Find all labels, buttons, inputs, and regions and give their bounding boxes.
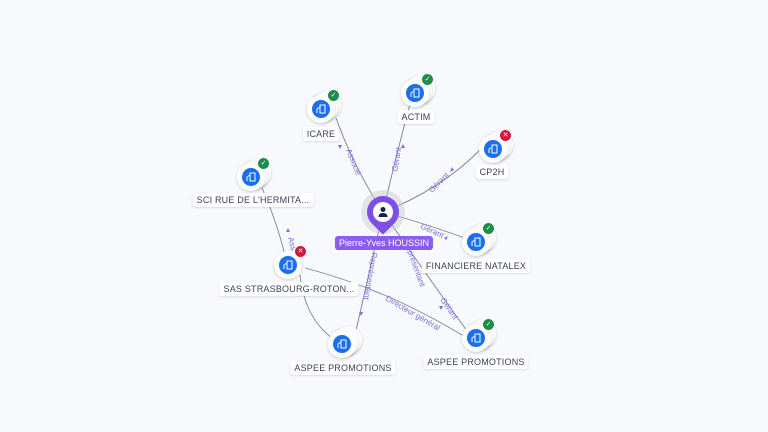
person-icon	[373, 202, 393, 222]
edge-label-aspee2-b: Gérant	[438, 296, 460, 322]
company-node-sas[interactable]: ✕	[274, 245, 307, 281]
company-label[interactable]: ASPEE PROMOTIONS	[423, 355, 529, 369]
company-node-icare[interactable]: ✓	[307, 89, 341, 125]
company-label[interactable]: FINANCIERE NATALEX	[421, 259, 531, 273]
edge-sas-aspee2	[304, 267, 471, 341]
edge-label-icare: Associé	[344, 147, 363, 177]
company-label[interactable]: ASPEE PROMOTIONS	[290, 361, 396, 375]
check-icon: ✓	[327, 89, 340, 102]
company-node-cp2h[interactable]: ✕	[479, 129, 513, 165]
edge-label-cp2h: Gérant	[427, 170, 451, 194]
arrow-sci-sas	[286, 228, 290, 232]
edge-label-actim: Gérant	[390, 146, 403, 172]
company-label[interactable]: SCI RUE DE L'HERMITA...	[192, 193, 314, 207]
company-node-aspee-1[interactable]	[328, 326, 362, 360]
arrow-aspee1	[359, 312, 363, 316]
arrow-cp2h	[450, 167, 454, 172]
person-node[interactable]	[360, 189, 406, 235]
check-icon: ✓	[257, 157, 270, 170]
edge-label-sas-aspee2: Directeur général	[384, 294, 442, 333]
check-icon: ✓	[482, 318, 495, 331]
close-icon: ✕	[499, 129, 512, 142]
building-icon	[467, 329, 485, 347]
check-icon: ✓	[421, 73, 434, 86]
building-icon	[406, 84, 424, 102]
company-label[interactable]: CP2H	[475, 165, 509, 179]
building-icon	[333, 335, 351, 353]
company-node-sci[interactable]: ✓	[237, 157, 271, 193]
edge-aspee2	[382, 211, 471, 336]
company-label[interactable]: SAS STRASBOURG-ROTON...	[219, 282, 359, 296]
building-icon	[484, 140, 502, 158]
edge-label-aspee1: Représentant	[362, 252, 379, 302]
person-label[interactable]: Pierre-Yves HOUSSIN	[334, 236, 434, 250]
arrow-actim	[401, 144, 405, 148]
arrow-icare	[338, 145, 342, 149]
check-icon: ✓	[482, 222, 495, 235]
building-icon	[279, 256, 297, 274]
building-icon	[312, 100, 330, 118]
company-label[interactable]: ACTIM	[397, 110, 435, 124]
arrow-aspee2	[439, 306, 443, 310]
close-icon: ✕	[294, 245, 307, 258]
company-node-aspee-2[interactable]: ✓	[462, 318, 496, 354]
company-node-financiere[interactable]: ✓	[462, 222, 496, 258]
building-icon	[242, 168, 260, 186]
company-node-actim[interactable]: ✓	[401, 73, 435, 109]
arrow-financiere	[444, 236, 448, 240]
building-icon	[467, 233, 485, 251]
company-label[interactable]: ICARE	[302, 127, 340, 141]
